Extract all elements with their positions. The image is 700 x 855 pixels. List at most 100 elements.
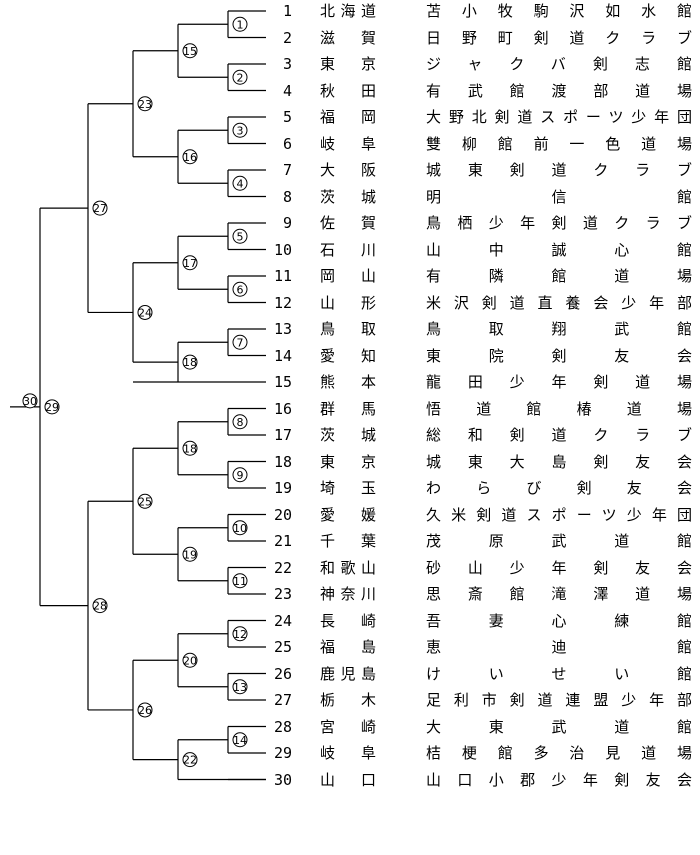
match-number: 23 — [138, 98, 152, 111]
entry-prefecture: 栃木 — [320, 691, 376, 709]
entry-seed: 23 — [273, 585, 292, 603]
entry-club: 吾妻心練館 — [426, 611, 692, 630]
match-number: 13 — [233, 681, 247, 694]
entry-club: 鳥栖少年剣道クラブ — [426, 214, 692, 232]
entry-club: 有隣館道場 — [426, 267, 692, 285]
match-number: 8 — [237, 416, 244, 429]
match-number: 14 — [233, 734, 247, 747]
entry-prefecture: 岐阜 — [320, 134, 376, 153]
match-circle — [232, 281, 248, 297]
entry-seed: 7 — [282, 161, 292, 179]
match-number: 24 — [138, 306, 152, 319]
entry-seed: 6 — [282, 134, 292, 153]
match-number: 12 — [233, 628, 247, 641]
match-circle — [232, 122, 248, 138]
match-number: 25 — [138, 495, 152, 508]
match-number: 10 — [233, 522, 247, 535]
entry-seed: 25 — [273, 638, 292, 656]
entry-row: 8 茨城 明信館 — [0, 184, 700, 210]
match-number: 9 — [237, 469, 244, 482]
entry-prefecture: 愛知 — [320, 346, 376, 365]
entry-seed: 19 — [273, 479, 292, 497]
entry-prefecture: 福岡 — [320, 108, 376, 126]
entry-prefecture: 北海道 — [320, 2, 376, 20]
entry-seed: 3 — [282, 55, 292, 73]
match-number: 2 — [237, 71, 244, 84]
entry-club: 山中誠心館 — [426, 240, 692, 259]
match-circle — [137, 96, 153, 112]
entry-seed: 20 — [273, 505, 292, 524]
match-number: 27 — [93, 202, 107, 215]
entry-club: 山口小郡少年剣友会 — [426, 770, 692, 789]
entry-club: 明信館 — [426, 187, 692, 206]
entry-club: 苫小牧駒沢如水館 — [426, 2, 692, 20]
entry-prefecture: 鳥取 — [320, 320, 376, 338]
match-circle — [137, 702, 153, 718]
entry-seed: 8 — [282, 187, 292, 206]
entry-club: 茂原武道館 — [426, 532, 692, 550]
entry-prefecture: 山形 — [320, 293, 376, 312]
match-circle — [92, 598, 108, 614]
match-circle — [232, 573, 248, 589]
entry-seed: 27 — [273, 691, 292, 709]
entry-prefecture: 佐賀 — [320, 214, 376, 232]
match-circle — [232, 334, 248, 350]
entry-prefecture: 愛媛 — [320, 505, 376, 524]
match-number: 16 — [183, 151, 197, 164]
entry-club: 大東武道館 — [426, 717, 692, 736]
match-circle — [232, 467, 248, 483]
entry-seed: 14 — [273, 346, 292, 365]
match-number: 19 — [183, 548, 197, 561]
match-circle — [232, 69, 248, 85]
entry-club: わらび剣友会 — [426, 479, 692, 497]
entry-prefecture: 茨城 — [320, 187, 376, 206]
entry-club: 総和剣道クラブ — [426, 426, 692, 444]
match-number: 20 — [183, 654, 197, 667]
match-circle — [182, 652, 198, 668]
entry-club: 雙柳館前一色道場 — [426, 134, 692, 153]
match-circle — [182, 440, 198, 456]
match-circle — [182, 546, 198, 562]
match-number: 7 — [237, 336, 244, 349]
entry-club: 恵迪館 — [426, 638, 692, 656]
entry-seed: 9 — [282, 214, 292, 232]
entry-club: 桔梗館多治見道場 — [426, 744, 692, 762]
entry-seed: 22 — [273, 558, 292, 577]
match-circle — [232, 732, 248, 748]
entry-prefecture: 群馬 — [320, 399, 376, 418]
match-number: 11 — [233, 575, 247, 588]
entry-club: 久米剣道スポーツ少年団 — [426, 505, 692, 524]
entry-prefecture: 和歌山 — [320, 558, 376, 577]
entry-seed: 13 — [273, 320, 292, 338]
entry-club: 日野町剣道クラブ — [426, 28, 692, 47]
match-circle — [182, 149, 198, 165]
entry-club: 思斎館滝澤道場 — [426, 585, 692, 603]
entry-row: 20 愛媛 久米剣道スポーツ少年団 — [0, 502, 700, 528]
entry-seed: 18 — [273, 452, 292, 471]
entry-club: 東院剣友会 — [426, 346, 692, 365]
match-number: 22 — [183, 754, 197, 767]
entry-seed: 4 — [282, 81, 292, 100]
match-circle — [232, 679, 248, 695]
entry-prefecture: 大阪 — [320, 161, 376, 179]
entry-seed: 1 — [282, 2, 292, 20]
match-number: 15 — [183, 45, 197, 58]
entry-prefecture: 千葉 — [320, 532, 376, 550]
entry-row: 9 佐賀 鳥栖少年剣道クラブ — [0, 210, 700, 236]
match-circle — [182, 354, 198, 370]
match-number: 6 — [237, 283, 244, 296]
match-circle — [182, 43, 198, 59]
entry-club: ジャクバ剣志館 — [426, 55, 692, 73]
